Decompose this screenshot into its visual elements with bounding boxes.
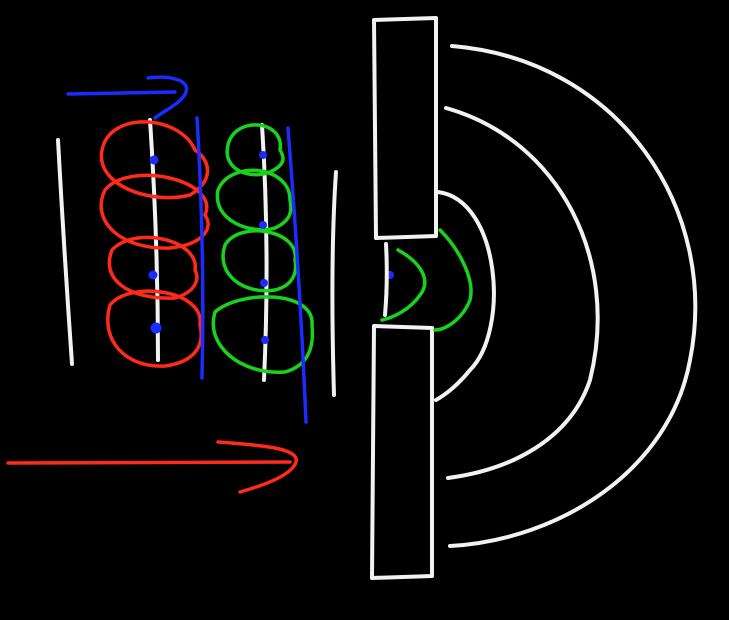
- source-point: [261, 336, 269, 344]
- red-wavelet-3: [107, 235, 199, 300]
- source-point: [260, 279, 268, 287]
- source-point: [259, 151, 267, 159]
- green-wavelets: [211, 123, 315, 374]
- circular-wavefront-2: [444, 106, 600, 480]
- source-point: [149, 155, 159, 165]
- slit-edge: [383, 242, 389, 317]
- circular-wavefront-1: [434, 190, 496, 402]
- green-wavelet-1: [225, 123, 285, 177]
- blue-wavefront-2: [286, 126, 308, 424]
- source-point: [148, 270, 158, 280]
- red-wavelet-2: [99, 173, 210, 250]
- red-wavelet-1: [99, 120, 210, 200]
- diffracted-wavelet: [380, 228, 473, 332]
- red-wavelets: [99, 120, 210, 368]
- green-wavelet-3: [221, 229, 298, 293]
- blue-source-points: [148, 151, 394, 344]
- barrier-bottom: [370, 324, 434, 580]
- blue-wavefront-1: [195, 116, 205, 380]
- blue-arrow: [66, 75, 189, 120]
- wavefront-line-4: [330, 170, 338, 397]
- circular-wavefront-3: [448, 44, 698, 548]
- barrier-top: [372, 16, 438, 240]
- source-point: [259, 221, 267, 229]
- source-point: [150, 322, 162, 334]
- green-wavelet-4: [211, 295, 315, 374]
- red-arrow: [6, 440, 298, 494]
- red-wavelet-4: [106, 289, 203, 368]
- green-wavelet-2: [215, 168, 293, 232]
- wavefront-line-1: [56, 138, 74, 366]
